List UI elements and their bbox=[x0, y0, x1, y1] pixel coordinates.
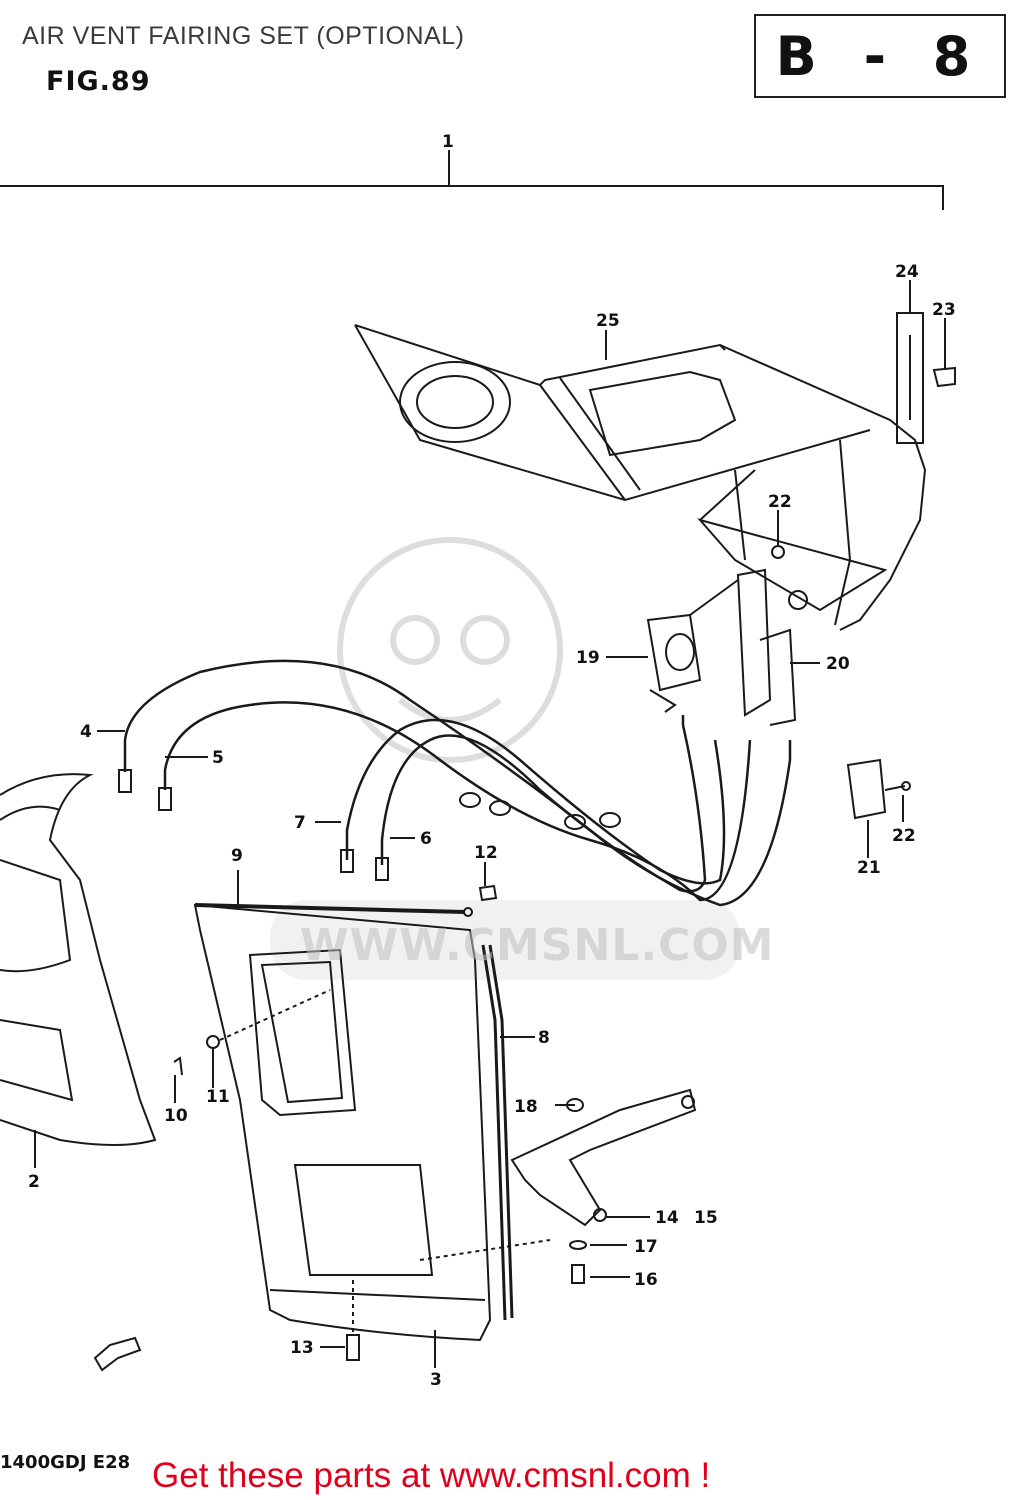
watermark-logo bbox=[337, 537, 563, 763]
callout-4: 4 bbox=[80, 722, 92, 742]
set-bracket bbox=[0, 185, 944, 210]
figure-number: FIG.89 bbox=[46, 66, 151, 97]
watermark-banner bbox=[270, 900, 740, 980]
callout-5: 5 bbox=[212, 748, 224, 768]
control-cables bbox=[123, 659, 792, 907]
callout-22-upper: 22 bbox=[768, 492, 792, 512]
part-11-grommet bbox=[206, 1035, 220, 1049]
callout-6: 6 bbox=[420, 829, 432, 849]
callout-7: 7 bbox=[294, 813, 306, 833]
part-17-washer bbox=[569, 1240, 587, 1250]
callout-11: 11 bbox=[206, 1087, 230, 1107]
callout-15: 15 bbox=[694, 1208, 718, 1228]
callout-13: 13 bbox=[290, 1338, 314, 1358]
part-13-screw bbox=[346, 1334, 360, 1361]
section-code-box: B - 8 bbox=[754, 14, 1006, 98]
callout-22-lower: 22 bbox=[892, 826, 916, 846]
forward-arrow-icon bbox=[93, 1336, 142, 1372]
part-16-bolt bbox=[571, 1264, 585, 1284]
part-9-trim-strip bbox=[194, 903, 466, 914]
callout-8: 8 bbox=[538, 1028, 550, 1048]
part-23-nut bbox=[932, 366, 956, 388]
callout-19: 19 bbox=[576, 648, 600, 668]
part-14-bracket bbox=[510, 1088, 697, 1227]
part-22-screw bbox=[884, 781, 911, 791]
callout-12: 12 bbox=[474, 843, 498, 863]
callout-17: 17 bbox=[634, 1237, 658, 1257]
callout-2: 2 bbox=[28, 1172, 40, 1192]
callout-21: 21 bbox=[857, 858, 881, 878]
part-8-seal bbox=[481, 944, 514, 1321]
part-10-screw bbox=[173, 1056, 183, 1076]
cable-ferrules bbox=[118, 769, 621, 881]
callout-23: 23 bbox=[932, 300, 956, 320]
part-19-switch bbox=[646, 613, 702, 713]
callout-9: 9 bbox=[231, 846, 243, 866]
part-22-screw-upper bbox=[771, 545, 785, 559]
callout-3: 3 bbox=[430, 1370, 442, 1390]
part-3-right-fairing bbox=[193, 903, 492, 1342]
part-21-plate bbox=[846, 758, 887, 820]
callout-18: 18 bbox=[514, 1097, 538, 1117]
callout-1: 1 bbox=[442, 132, 454, 152]
part-25-mounting-bracket bbox=[354, 324, 927, 631]
model-code: 1400GDJ E28 bbox=[0, 1452, 131, 1473]
callout-16: 16 bbox=[634, 1270, 658, 1290]
diagram-title: AIR VENT FAIRING SET (OPTIONAL) bbox=[22, 22, 465, 50]
watermark-text: WWW.CMSNL.COM bbox=[300, 920, 775, 971]
callout-14: 14 bbox=[655, 1208, 679, 1228]
cta-link[interactable]: Get these parts at www.cmsnl.com ! bbox=[152, 1456, 711, 1495]
callout-24: 24 bbox=[895, 262, 919, 282]
callout-20: 20 bbox=[826, 654, 850, 674]
part-12-clip bbox=[478, 884, 498, 902]
part-20-bracket bbox=[736, 568, 808, 726]
callout-10: 10 bbox=[164, 1106, 188, 1126]
callout-25: 25 bbox=[596, 311, 620, 331]
part-2-left-fairing bbox=[0, 773, 157, 1146]
part-24-stay bbox=[896, 312, 924, 444]
section-code: B - 8 bbox=[775, 24, 985, 88]
